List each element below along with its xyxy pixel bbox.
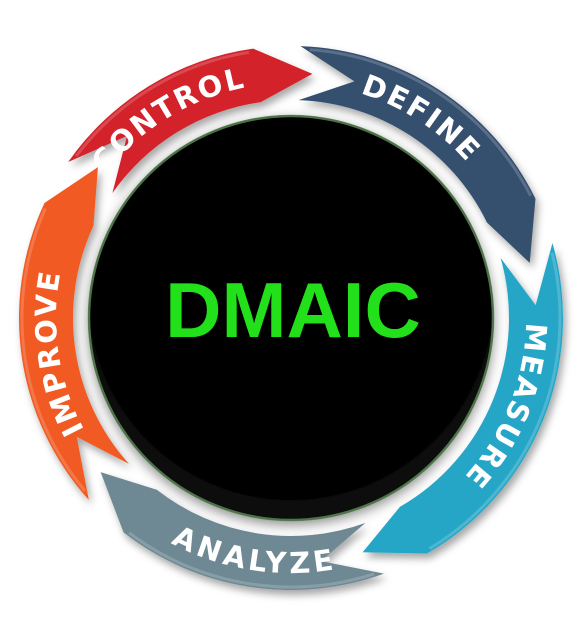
- center-title: DMAIC: [165, 266, 421, 354]
- segment-highlight: [309, 48, 533, 197]
- segment-highlight: [20, 207, 87, 492]
- arrow-segment-control: [68, 48, 313, 193]
- segment-highlight: [428, 252, 562, 550]
- arrow-segment-improve: [18, 167, 129, 500]
- center-disc: DMAIC: [87, 114, 495, 522]
- arrow-segment-measure: [362, 243, 563, 554]
- arrow-segment-analyze: [100, 472, 385, 591]
- segment-highlight: [128, 531, 375, 589]
- arrow-segment-define: [298, 46, 536, 263]
- segment-highlight: [74, 50, 250, 158]
- segment-analyze: ANALYZE: [100, 472, 385, 591]
